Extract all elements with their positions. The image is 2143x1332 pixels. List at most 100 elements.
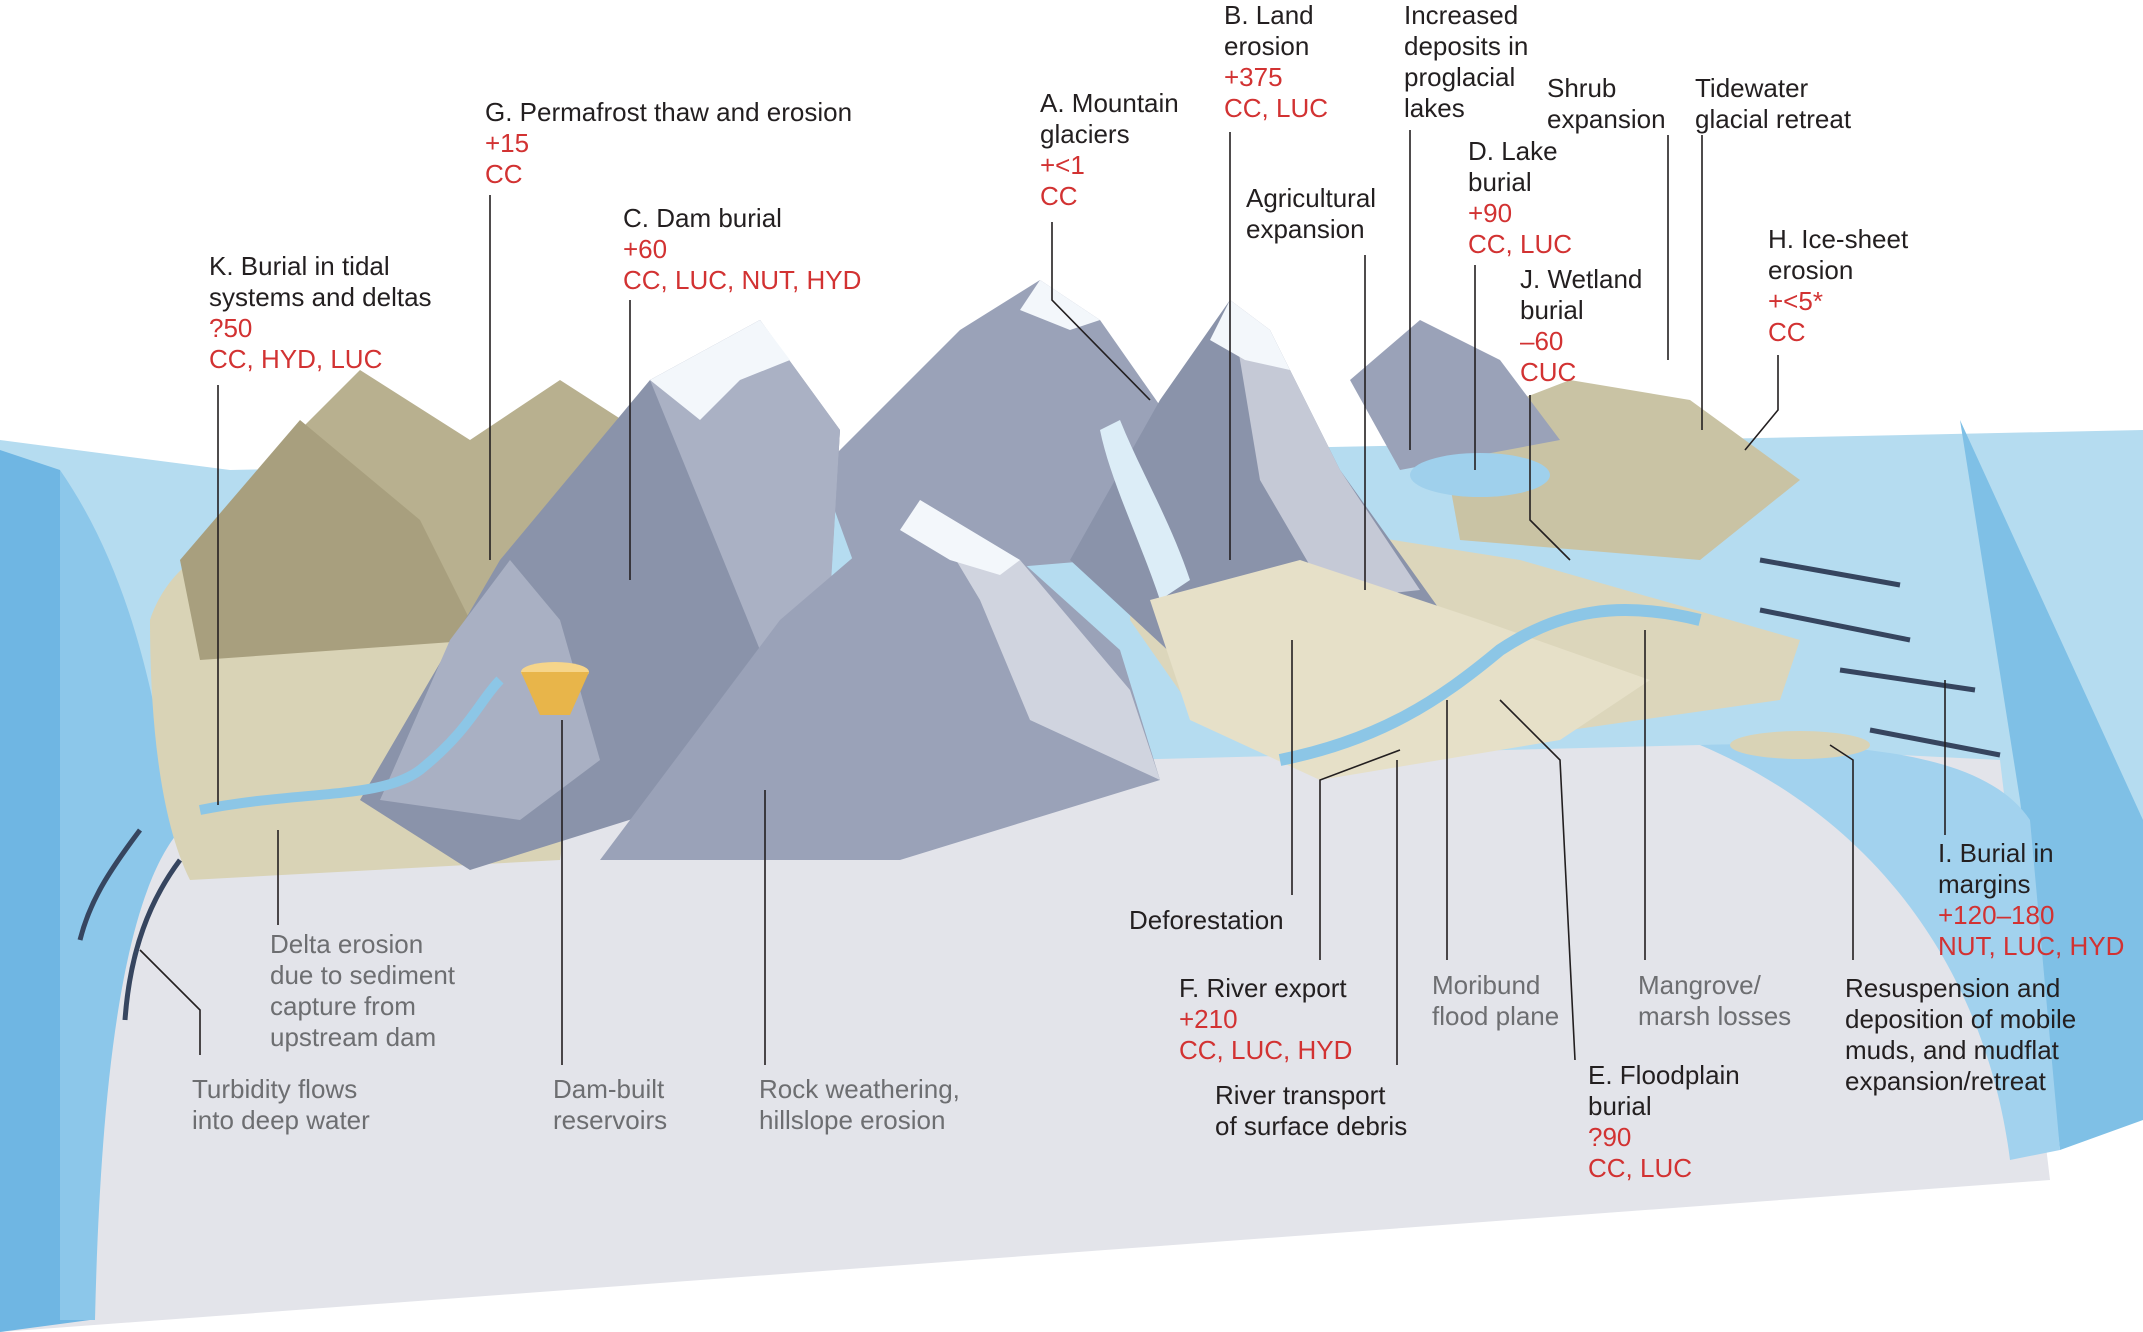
river-main <box>1278 604 1702 766</box>
label-j-title: J. Wetland burial <box>1520 264 1643 325</box>
label-k-title: K. Burial in tidal systems and deltas <box>209 251 432 312</box>
label-tidewater-text: Tidewater glacial retreat <box>1695 73 1852 134</box>
label-river-transport: River transport of surface debris <box>1215 1080 1407 1142</box>
ocean-side-right <box>1960 420 2143 1150</box>
current-arrow-3 <box>1839 667 1976 693</box>
label-turbidity-flows: Turbidity flows into deep water <box>192 1074 370 1136</box>
current-arrow-4 <box>1869 727 2001 758</box>
leader-f <box>1319 749 1401 960</box>
label-deforestation-text: Deforestation <box>1129 905 1284 935</box>
label-b-title: B. Land erosion <box>1224 0 1314 61</box>
label-d-value: +90 <box>1468 198 1513 228</box>
label-h-title: H. Ice-sheet erosion <box>1768 224 1909 285</box>
label-mangrove-losses: Mangrove/ marsh losses <box>1638 970 1791 1032</box>
label-turbidity-text: Turbidity flows into deep water <box>192 1074 370 1135</box>
label-mangrove-text: Mangrove/ marsh losses <box>1638 970 1792 1031</box>
label-proglacial-text: Increased deposits in proglacial lakes <box>1404 0 1529 123</box>
hill-left-front <box>180 420 480 660</box>
label-c-value: +60 <box>623 234 668 264</box>
mountain-back-2 <box>1350 320 1560 470</box>
label-river-export: F. River export +210 CC, LUC, HYD <box>1179 973 1352 1066</box>
label-k-value: ?50 <box>209 313 253 343</box>
turbidity-arrow-2 <box>122 858 183 1021</box>
current-arrow-1 <box>1759 557 1901 588</box>
label-g-drivers: CC <box>485 159 523 189</box>
label-h-drivers: CC <box>1768 317 1806 347</box>
mountain-back-1 <box>820 280 1170 580</box>
label-f-title: F. River export <box>1179 973 1347 1003</box>
leader-lines <box>139 130 1946 1065</box>
river-delta <box>199 676 504 815</box>
label-j-value: –60 <box>1520 326 1564 356</box>
mountain-front-lit <box>920 500 1160 780</box>
label-permafrost: G. Permafrost thaw and erosion +15 CC <box>485 97 852 190</box>
label-tidewater-retreat: Tidewater glacial retreat <box>1695 73 1851 135</box>
label-c-drivers: CC, LUC, NUT, HYD <box>623 265 862 295</box>
label-land-erosion: B. Land erosion +375 CC, LUC <box>1224 0 1328 124</box>
label-delta-erosion: Delta erosion due to sediment capture fr… <box>270 929 455 1053</box>
label-shrub-text: Shrub expansion <box>1547 73 1666 134</box>
leader-a <box>1051 222 1151 401</box>
label-h-value: +<5* <box>1768 286 1823 316</box>
label-i-value: +120–180 <box>1938 900 2055 930</box>
leader-e <box>1499 699 1576 1061</box>
current-arrow-2 <box>1759 607 1911 643</box>
label-f-value: +210 <box>1179 1004 1238 1034</box>
label-ice-sheet-erosion: H. Ice-sheet erosion +<5* CC <box>1768 224 1908 348</box>
label-river-transport-text: River transport of surface debris <box>1215 1080 1408 1141</box>
label-b-value: +375 <box>1224 62 1283 92</box>
label-tidal-deltas: K. Burial in tidal systems and deltas ?5… <box>209 251 432 375</box>
label-resuspension: Resuspension and deposition of mobile mu… <box>1845 973 2076 1097</box>
label-d-drivers: CC, LUC <box>1468 229 1573 259</box>
snow-cap-3 <box>900 500 1020 575</box>
label-agricultural-expansion: Agricultural expansion <box>1246 183 1376 245</box>
label-burial-margins: I. Burial in margins +120–180 NUT, LUC, … <box>1938 838 2124 962</box>
label-dam-reservoirs: Dam-built reservoirs <box>553 1074 667 1136</box>
ocean-slope-right <box>1700 744 2060 1160</box>
label-i-title: I. Burial in margins <box>1938 838 2054 899</box>
label-dam-burial: C. Dam burial +60 CC, LUC, NUT, HYD <box>623 203 861 296</box>
label-a-title: A. Mountain glaciers <box>1040 88 1179 149</box>
snow-cap-4 <box>1020 280 1100 330</box>
label-wetland-burial: J. Wetland burial –60 CUC <box>1520 264 1642 388</box>
leader-resuspension <box>1829 744 1854 960</box>
label-reservoirs-text: Dam-built reservoirs <box>553 1074 668 1135</box>
label-shrub-expansion: Shrub expansion <box>1547 73 1666 135</box>
mountain-glacier <box>1100 420 1190 600</box>
leader-turbidity <box>139 949 201 1055</box>
label-agricultural-text: Agricultural expansion <box>1246 183 1377 244</box>
label-j-drivers: CUC <box>1520 357 1577 387</box>
label-g-value: +15 <box>485 128 530 158</box>
label-moribund-flood-plane: Moribund flood plane <box>1432 970 1559 1032</box>
label-a-drivers: CC <box>1040 181 1078 211</box>
mudflat <box>1730 731 1870 759</box>
label-a-value: +<1 <box>1040 150 1085 180</box>
label-f-drivers: CC, LUC, HYD <box>1179 1035 1353 1065</box>
label-deforestation: Deforestation <box>1129 905 1284 936</box>
label-floodplain-burial: E. Floodplain burial ?90 CC, LUC <box>1588 1060 1740 1184</box>
label-b-drivers: CC, LUC <box>1224 93 1329 123</box>
label-e-drivers: CC, LUC <box>1588 1153 1693 1183</box>
label-resuspension-text: Resuspension and deposition of mobile mu… <box>1845 973 2077 1096</box>
label-i-drivers: NUT, LUC, HYD <box>1938 931 2125 961</box>
ocean-slope-left <box>60 470 180 1320</box>
label-moribund-text: Moribund flood plane <box>1432 970 1560 1031</box>
label-e-title: E. Floodplain burial <box>1588 1060 1740 1121</box>
label-d-title: D. Lake burial <box>1468 136 1558 197</box>
leader-h <box>1744 355 1779 451</box>
label-c-title: C. Dam burial <box>623 203 782 233</box>
label-e-value: ?90 <box>1588 1122 1632 1152</box>
label-delta-erosion-text: Delta erosion due to sediment capture fr… <box>270 929 456 1052</box>
turbidity-arrow-1 <box>77 828 143 941</box>
mountain-center-lit <box>1230 300 1420 600</box>
snow-cap-1 <box>650 320 790 420</box>
label-k-drivers: CC, HYD, LUC <box>209 344 383 374</box>
label-proglacial-lakes: Increased deposits in proglacial lakes <box>1404 0 1528 124</box>
label-lake-burial: D. Lake burial +90 CC, LUC <box>1468 136 1572 260</box>
seabed <box>0 745 2050 1332</box>
proglacial-lake <box>1410 453 1550 497</box>
label-g-title: G. Permafrost thaw and erosion <box>485 97 853 127</box>
label-rock-weathering: Rock weathering, hillslope erosion <box>759 1074 960 1136</box>
